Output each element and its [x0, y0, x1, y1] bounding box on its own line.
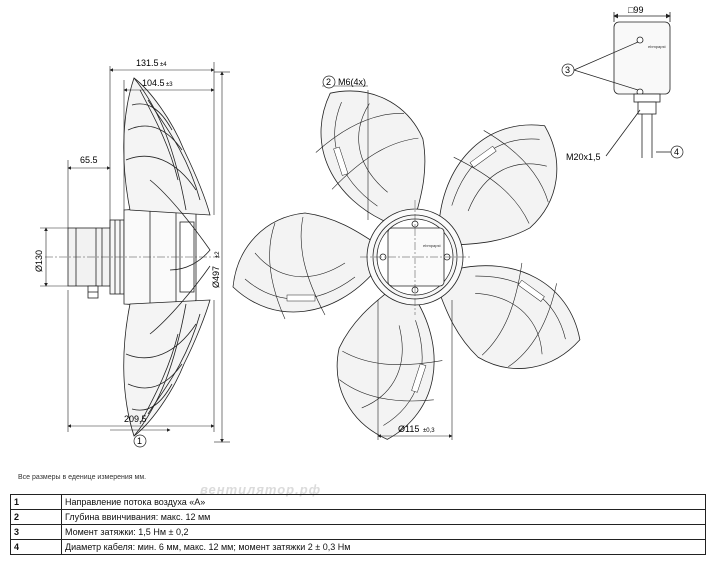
terminal-logo: ebmpapst: [648, 44, 666, 49]
callout-2: 2: [326, 77, 331, 87]
dim-115: Ø115: [398, 424, 419, 434]
tol-497: ±2: [215, 251, 221, 258]
callout-3: 3: [565, 65, 570, 75]
dim-209-5: 209.5: [124, 414, 147, 424]
legend-text: Глубина ввинчивания: макс. 12 мм: [61, 509, 706, 525]
dim-497: Ø497: [211, 266, 221, 288]
terminal-box: [573, 12, 672, 158]
hub-logo: ebmpapst: [423, 243, 441, 248]
fan-blade: [336, 290, 443, 440]
dim-130: Ø130: [34, 250, 44, 272]
dim-m20: M20x1,5: [566, 152, 601, 162]
callout-1-circle: [133, 434, 147, 448]
legend-text: Диаметр кабеля: мин. 6 мм, макс. 12 мм; …: [61, 539, 706, 555]
legend-number: 2: [10, 509, 62, 525]
fan-blade: [232, 212, 376, 320]
dim-131-5: 131.5: [136, 58, 159, 68]
fan-blade: [438, 262, 581, 369]
watermark: вентилятор.рф: [200, 482, 322, 497]
tol-104-5: ±3: [166, 82, 173, 88]
callout-3-circle: [561, 63, 575, 77]
legend-number: 1: [10, 494, 62, 510]
dim-65-5: 65.5: [80, 155, 98, 165]
legend-text: Направление потока воздуха «A»: [61, 494, 706, 510]
tol-131-5: ±4: [160, 62, 167, 68]
fan-blade: [315, 90, 426, 224]
units-note: Все размеры в еденице измерения мм.: [18, 474, 147, 481]
legend-number: 3: [10, 524, 62, 540]
side-dimensions: [40, 62, 230, 443]
legend-number: 4: [10, 539, 62, 555]
tol-115: ±0,3: [423, 428, 435, 434]
technical-drawing: 131.5 ±4 104.5 ±3 65.5 Ø130 Ø497 ±2 209.…: [34, 5, 684, 448]
callout-1: 1: [137, 436, 142, 446]
legend-text: Момент затяжки: 1,5 Нм ± 0,2: [61, 524, 706, 540]
front-view: [232, 90, 581, 440]
callout-2-circle: [322, 75, 336, 89]
side-view: [67, 77, 211, 437]
dim-box: □99: [628, 5, 643, 15]
callout-4: 4: [674, 147, 679, 157]
callout-4-circle: [670, 145, 684, 159]
dim-104-5: 104.5: [142, 78, 165, 88]
fan-blade: [438, 124, 558, 246]
dim-m6: M6(4x): [338, 77, 366, 87]
